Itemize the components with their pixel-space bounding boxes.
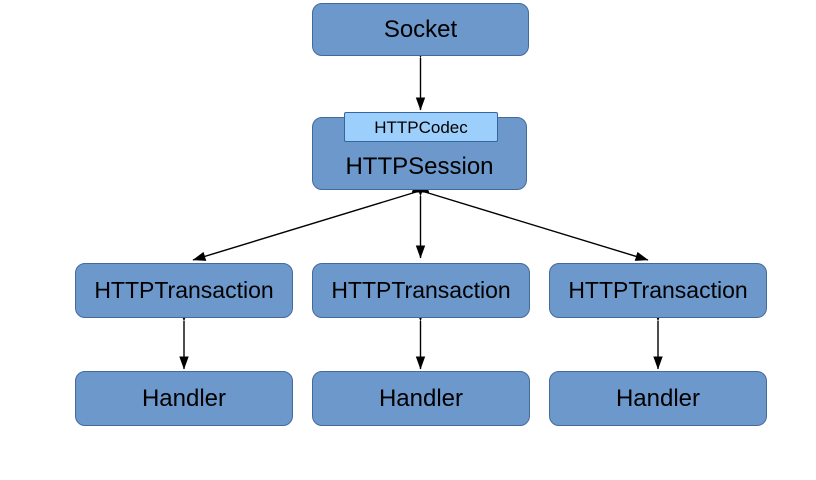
node-handler-2-label: Handler	[378, 384, 464, 412]
edge-session-transaction-1	[192, 183, 430, 261]
node-httpsession: HTTPCodec HTTPSession	[312, 112, 527, 190]
node-httptransaction-2-label: HTTPTransaction	[331, 277, 511, 303]
node-socket: Socket	[312, 3, 529, 56]
node-socket-label: Socket	[383, 15, 458, 43]
node-httptransaction-1: HTTPTransaction	[75, 263, 293, 318]
node-handler-3: Handler	[549, 371, 767, 426]
node-httptransaction-3: HTTPTransaction	[549, 263, 767, 318]
node-httptransaction-3-label: HTTPTransaction	[568, 277, 748, 303]
node-handler-1: Handler	[75, 371, 293, 426]
node-httptransaction-2: HTTPTransaction	[312, 263, 530, 318]
node-httpcodec-label: HTTPCodec	[374, 117, 468, 137]
node-handler-2: Handler	[312, 371, 530, 426]
node-handler-1-label: Handler	[141, 384, 227, 412]
edge-session-transaction-3	[411, 183, 649, 261]
node-handler-3-label: Handler	[615, 384, 701, 412]
node-httpsession-label: HTTPSession	[345, 153, 494, 180]
node-httptransaction-1-label: HTTPTransaction	[94, 277, 274, 303]
node-httpcodec: HTTPCodec	[344, 112, 498, 142]
